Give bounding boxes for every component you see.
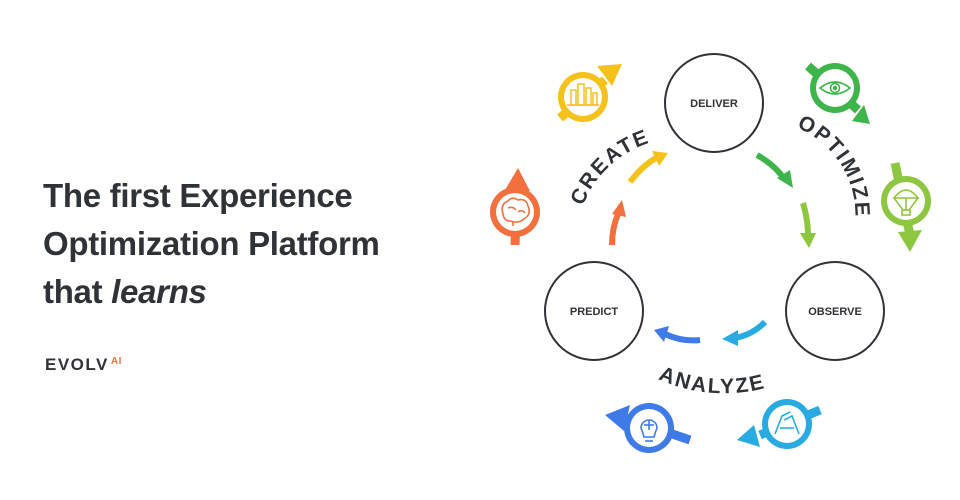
phase-optimize-text: OPTIMIZE (794, 111, 872, 218)
arrow-into-deliver (627, 151, 668, 184)
node-deliver[interactable]: DELIVER (664, 53, 764, 153)
logo-text: EVOLV (45, 355, 109, 374)
handshake-icon (774, 411, 800, 435)
headline-line-3: that learns (43, 268, 380, 316)
phase-optimize-label: OPTIMIZE (794, 111, 874, 218)
arrow-into-observe (800, 202, 816, 248)
phase-analyze-label: ANALYZE (656, 362, 768, 398)
node-deliver-label: DELIVER (690, 98, 738, 110)
node-predict-label: PREDICT (570, 306, 619, 318)
optimize-green-badge (805, 62, 870, 124)
analyze-lightblue-badge (737, 399, 822, 449)
parachute-icon (892, 189, 920, 216)
brain-icon (501, 197, 531, 226)
analyze-blue-badge (605, 403, 692, 453)
logo-suffix: AI (110, 356, 122, 367)
arrow-deliver-to-observe (755, 152, 793, 188)
arrow-predict-to-deliver (609, 200, 626, 246)
create-yellow-badge (557, 64, 622, 122)
node-observe-label: OBSERVE (808, 306, 862, 318)
eye-icon (818, 81, 852, 95)
headline-emphasis: learns (111, 273, 207, 310)
headline-line-1: The first Experience (43, 177, 353, 214)
city-icon (567, 83, 599, 106)
optimize-lightgreen-badge (881, 162, 931, 252)
create-orange-badge (490, 168, 540, 246)
arrow-observe-to-predict (722, 319, 768, 346)
headline: The first Experience Optimization Platfo… (43, 172, 380, 316)
arrow-into-predict (654, 326, 701, 344)
headline-line-2: Optimization Platform (43, 225, 380, 262)
lightbulb-puzzle-icon (640, 419, 658, 442)
headline-line-3-prefix: that (43, 273, 112, 310)
phase-analyze-text: ANALYZE (656, 362, 766, 398)
node-predict[interactable]: PREDICT (544, 261, 644, 361)
node-observe[interactable]: OBSERVE (785, 261, 885, 361)
